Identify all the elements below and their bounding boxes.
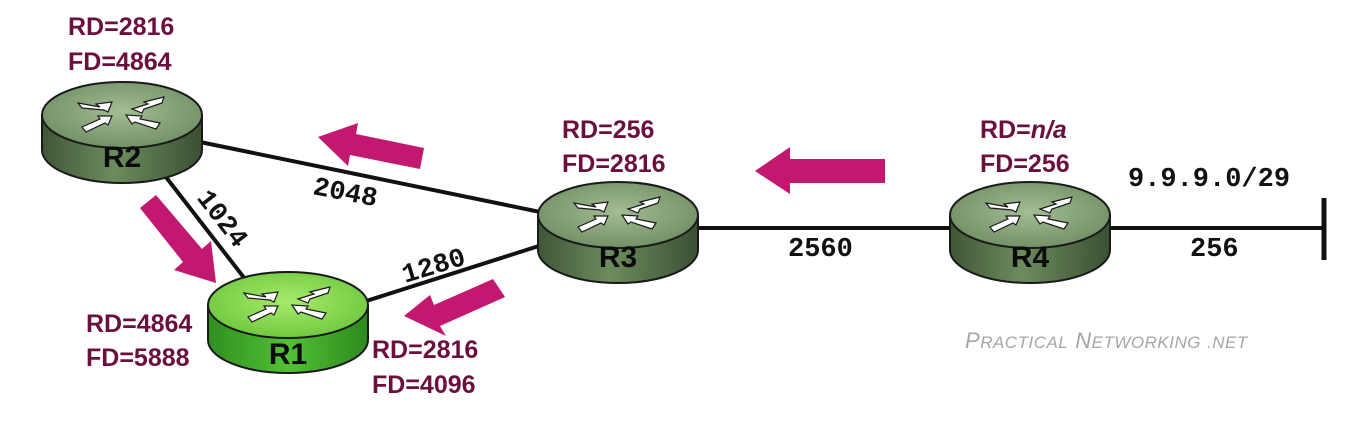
metrics: RD=2816 FD=4864 RD=256 FD=2816 RD=n/a FD… [68, 13, 1070, 399]
cost-r2-r3: 2048 [310, 173, 379, 215]
link-costs: 2048 1024 1280 2560 256 9.9.9.0/29 [189, 165, 1290, 292]
r2-rd: RD=2816 [68, 13, 174, 41]
router-r2[interactable]: R2 [41, 81, 203, 184]
r1-rd: RD=4864 [86, 310, 192, 338]
links [160, 140, 1327, 305]
router-r3-label: R3 [599, 241, 637, 274]
router-r2-label: R2 [103, 141, 141, 174]
r2-fd: FD=4864 [68, 48, 172, 76]
r4-rd: RD=n/a [980, 116, 1067, 144]
r3-rd: RD=256 [562, 116, 654, 144]
r1-via-r3-rd: RD=2816 [372, 336, 478, 364]
network-prefix: 9.9.9.0/29 [1128, 165, 1290, 195]
router-r1[interactable]: R1 [207, 271, 369, 374]
router-r3[interactable]: R3 [537, 181, 699, 284]
arrow-r2-to-r1 [140, 195, 216, 283]
cost-r3-r4: 2560 [788, 235, 853, 265]
cost-r4-network: 256 [1190, 235, 1239, 265]
router-r4[interactable]: R4 [949, 181, 1111, 284]
link-r3-r1 [359, 242, 546, 305]
arrow-r4-to-r3 [755, 147, 885, 194]
router-r4-label: R4 [1011, 241, 1050, 274]
link-r2-r1 [160, 170, 254, 290]
link-r2-r3 [199, 140, 546, 215]
r3-fd: FD=2816 [562, 150, 666, 178]
cost-r3-r1: 1280 [399, 244, 470, 292]
r1-via-r3-fd: FD=4096 [372, 371, 476, 399]
arrow-r3-to-r2 [318, 123, 424, 169]
r1-fd: FD=5888 [86, 344, 190, 372]
r4-fd: FD=256 [980, 150, 1070, 178]
router-r1-label: R1 [269, 338, 307, 371]
route-arrows [140, 123, 885, 336]
arrow-r3-to-r1 [404, 279, 505, 336]
